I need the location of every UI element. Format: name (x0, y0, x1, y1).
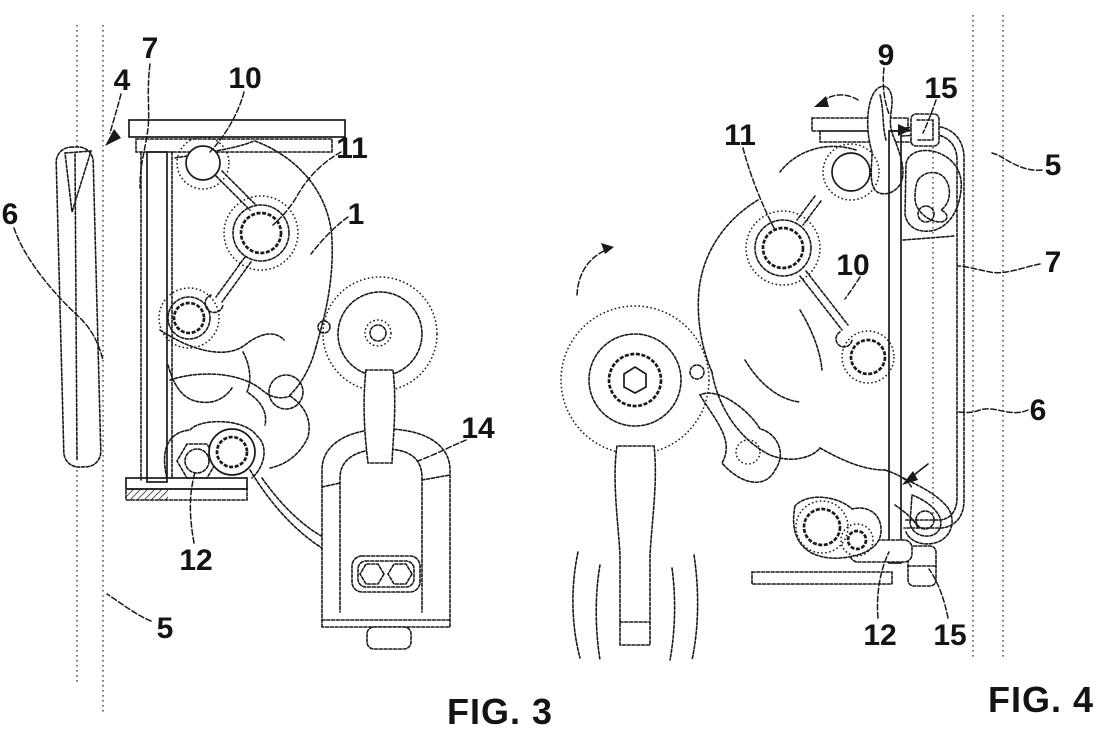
fig4-rotation-arrow-left (576, 243, 614, 296)
fig4-release-wheel (560, 305, 710, 455)
fig4-ref-numeral-10: 10 (836, 249, 869, 282)
fig3-leader-lines (13, 63, 467, 622)
fig3-drawing: 7 4 10 11 1 6 14 12 5 FIG. 3 (2, 25, 553, 732)
fig3-latch-body-outline (159, 140, 334, 469)
fig3-ref-numeral-6: 6 (2, 198, 19, 231)
fig4-bottom-plate (751, 571, 893, 585)
fig4-catch-hook (904, 149, 963, 232)
fig3-wheel-lever-stem (363, 369, 396, 464)
fig3-cam-mount (163, 420, 265, 479)
fig4-lower-housing-arcs (572, 551, 699, 661)
fig3-ref-numeral-11: 11 (336, 132, 368, 165)
fig4-leader-7 (957, 263, 1041, 274)
fig3-seal-hatch-wedge (64, 150, 93, 213)
fig4-pawl (698, 392, 782, 484)
fig4-catch-finger (866, 85, 904, 195)
fig4-ref-numeral-9: 9 (878, 39, 895, 72)
fig4-bushing-lower (841, 330, 895, 384)
fig4-bushing-middle (745, 210, 821, 286)
fig3-leader-4 (109, 93, 122, 134)
fig4-rotation-arrow-top (814, 94, 859, 107)
fig3-bottom-plate (125, 477, 248, 490)
fig4-hex-socket (623, 365, 647, 394)
fig4-leader-11 (742, 147, 775, 229)
fig4-pawl-pivot (735, 439, 761, 465)
fig3-ref-numeral-5: 5 (157, 612, 174, 645)
fig3-door-seal-panel (55, 146, 102, 468)
fig4-ref-numeral-15-bottom: 15 (933, 619, 966, 652)
fig3-ref-numeral-12: 12 (179, 544, 212, 577)
fig3-top-plate (128, 119, 346, 138)
fig3-round-fastener (208, 428, 256, 476)
fig3-ref-numeral-14: 14 (461, 412, 495, 445)
fig3-ref-numeral-1: 1 (348, 198, 365, 231)
fig4-claw (894, 477, 953, 545)
fig4-top-plate (811, 117, 909, 132)
fig3-leader-11 (272, 151, 342, 226)
fig3-striker-bottom-tab (366, 626, 412, 650)
fig3-leader-5 (106, 593, 152, 622)
fig4-leader-10 (844, 276, 861, 300)
fig3-leader-1 (310, 216, 349, 255)
fig3-bushing-middle (223, 195, 299, 271)
fig4-caption: FIG. 4 (988, 679, 1094, 720)
fig4-ref-numeral-6: 6 (1030, 394, 1047, 427)
fig4-latch-body-outline (697, 145, 913, 489)
fig4-ref-numeral-11: 11 (724, 119, 756, 152)
fig3-caption: FIG. 3 (447, 691, 553, 732)
fig4-drawing: 9 15 11 10 5 7 6 12 15 FIG. 4 (560, 15, 1094, 720)
fig3-ref-numeral-7: 7 (142, 32, 159, 65)
fig3-striker-nut-block (351, 555, 421, 593)
fig4-ref-numeral-7: 7 (1045, 246, 1062, 279)
fig3-link-rods (204, 170, 257, 314)
fig4-leader-lines (742, 67, 1043, 619)
fig4-wheel-lever-stem (614, 445, 657, 646)
fig4-ref-numeral-12: 12 (863, 619, 896, 652)
fig4-pin-upper (822, 143, 880, 201)
fig3-arrowhead-4 (105, 129, 121, 146)
fig3-pin-upper (176, 136, 230, 190)
fig4-ref-numeral-5: 5 (1045, 149, 1062, 182)
fig3-ref-numeral-4: 4 (114, 64, 131, 97)
fig4-leader-9 (882, 67, 890, 115)
fig3-small-pivot (268, 374, 304, 410)
fig4-bracket-bottom (907, 545, 937, 587)
fig3-retainer-strip (146, 151, 168, 483)
fig3-leader-14 (417, 439, 467, 462)
fig3-leader-12 (189, 471, 196, 544)
fig4-leader-6 (957, 408, 1029, 414)
fig4-leader-5 (991, 152, 1043, 171)
fig3-top-plate-lower (135, 138, 333, 153)
fig4-motion-arrow-bottom (902, 463, 929, 485)
fig4-pointer-triangle (898, 124, 911, 136)
fig3-leader-6 (13, 227, 104, 361)
fig4-retaining-plate (888, 125, 965, 564)
fig3-leader-10 (209, 91, 245, 153)
fig4-leader-15-top (922, 99, 937, 134)
fig3-ref-numeral-10: 10 (228, 62, 261, 95)
fig4-ref-numeral-15-top: 15 (924, 72, 957, 105)
fig3-bushing-lower (158, 287, 220, 349)
fig4-leader-12 (876, 551, 890, 619)
fig3-leader-7 (139, 63, 151, 189)
fig4-leader-15-bottom (928, 568, 949, 619)
fig4-link-rods (796, 195, 853, 348)
fig4-lever (792, 496, 882, 559)
